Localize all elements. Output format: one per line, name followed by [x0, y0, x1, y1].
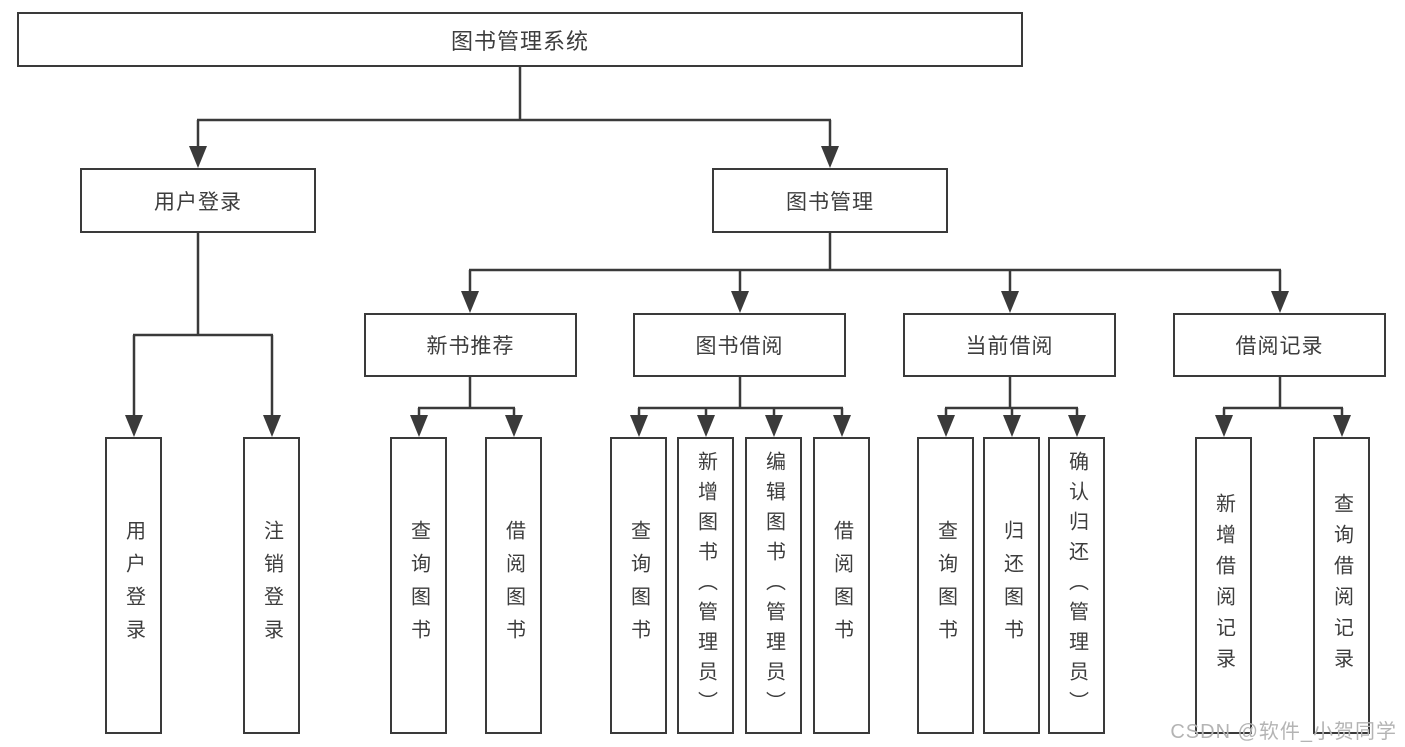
leaf-query-books-borrow: 查询图书: [610, 437, 667, 734]
leaf-return-books: 归还图书: [983, 437, 1040, 734]
leaf-borrow-books: 借阅图书: [813, 437, 870, 734]
leaf-query-books-current-label: 查询图书: [934, 519, 957, 652]
leaf-add-borrow-record: 新增借阅记录: [1195, 437, 1252, 734]
leaf-logout: 注销登录: [243, 437, 300, 734]
leaf-add-borrow-record-label: 新增借阅记录: [1212, 492, 1235, 679]
leaf-user-login: 用户登录: [105, 437, 162, 734]
leaf-add-books-admin: 新增图书（管理员）: [677, 437, 734, 734]
node-root-label: 图书管理系统: [450, 28, 589, 54]
leaf-edit-books-admin-label: 编辑图书（管理员）: [762, 450, 785, 721]
leaf-return-books-label: 归还图书: [1000, 519, 1023, 652]
csdn-watermark: CSDN @软件_小贺同学: [1170, 721, 1397, 743]
leaf-borrow-books-label: 借阅图书: [830, 519, 853, 652]
node-user-login-branch: 用户登录: [80, 168, 316, 233]
leaf-confirm-return-admin: 确认归还（管理员）: [1048, 437, 1105, 734]
node-new-book-recommend-label: 新书推荐: [426, 335, 515, 358]
node-user-login-branch-label: 用户登录: [154, 190, 242, 214]
node-borrow-records-label: 借阅记录: [1235, 335, 1324, 358]
leaf-query-books-recommend-label: 查询图书: [407, 519, 430, 652]
leaf-edit-books-admin: 编辑图书（管理员）: [745, 437, 802, 734]
node-borrow-records: 借阅记录: [1173, 313, 1386, 377]
leaf-query-borrow-record-label: 查询借阅记录: [1330, 492, 1353, 679]
leaf-logout-label: 注销登录: [260, 519, 283, 652]
leaf-query-books-current: 查询图书: [917, 437, 974, 734]
node-root: 图书管理系统: [17, 12, 1023, 67]
leaf-add-books-admin-label: 新增图书（管理员）: [694, 450, 717, 721]
node-book-borrow: 图书借阅: [633, 313, 846, 377]
leaf-borrow-books-recommend-label: 借阅图书: [502, 519, 525, 652]
leaf-borrow-books-recommend: 借阅图书: [485, 437, 542, 734]
node-current-borrow-label: 当前借阅: [965, 335, 1054, 358]
node-book-management-branch: 图书管理: [712, 168, 948, 233]
node-current-borrow: 当前借阅: [903, 313, 1116, 377]
leaf-query-books-borrow-label: 查询图书: [627, 519, 650, 652]
node-book-borrow-label: 图书借阅: [695, 335, 784, 358]
node-new-book-recommend: 新书推荐: [364, 313, 577, 377]
leaf-query-books-recommend: 查询图书: [390, 437, 447, 734]
leaf-confirm-return-admin-label: 确认归还（管理员）: [1065, 450, 1088, 721]
leaf-user-login-label: 用户登录: [122, 519, 145, 652]
leaf-query-borrow-record: 查询借阅记录: [1313, 437, 1370, 734]
node-book-management-branch-label: 图书管理: [786, 190, 874, 214]
